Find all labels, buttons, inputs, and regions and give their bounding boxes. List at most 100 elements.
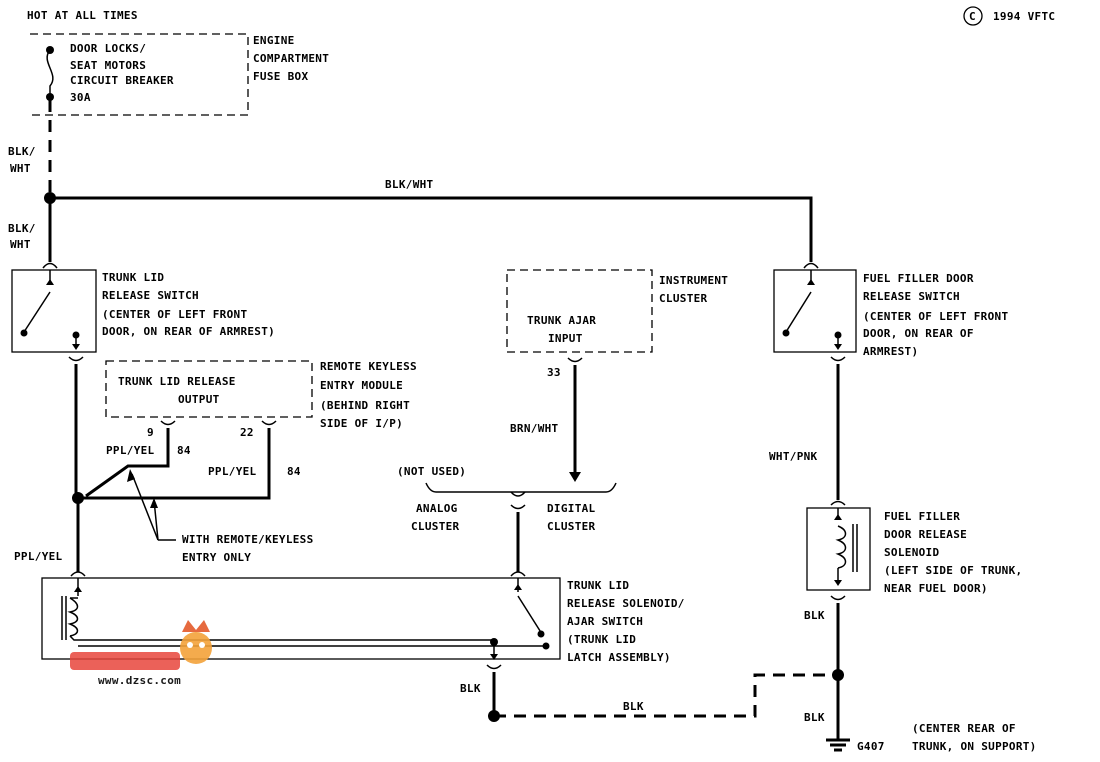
latch-label-1: TRUNK LID [567,579,629,592]
fuse-location-line-3: FUSE BOX [253,70,308,83]
instrument-cluster-label-1: INSTRUMENT [659,274,728,287]
copyright-text: 1994 VFTC [993,10,1055,23]
watermark-mascot-eye-right [199,642,205,648]
watermark-mascot-crown [182,620,210,632]
wire-label-blk-solenoid: BLK [804,609,825,622]
latch-solenoid-core [61,596,67,640]
trunk-switch-label-1: TRUNK LID [102,271,164,284]
wire-label-ppl-yel-1: PPL/YEL [106,444,155,457]
latch-label-2: RELEASE SOLENOID/ [567,597,685,610]
fuel-solenoid-label-4: (LEFT SIDE OF TRUNK, [884,564,1022,577]
wire-label-blk-wht-bus: BLK/WHT [385,178,434,191]
wire-blk-bottom [494,673,838,718]
connector-rke-pin-9 [160,420,176,426]
ground-g407: G407 [826,738,884,753]
watermark-banner [70,652,180,670]
fuse-component-line-4: 30A [70,91,91,104]
connector-latch-solenoid [70,571,86,577]
cluster-option-connector: (NOT USED) ANALOG CLUSTER DIGITAL CLUSTE… [397,465,617,533]
ground-symbol [826,738,850,752]
wire-label-blk-wht-upper-2: WHT [10,162,31,175]
rke-module-box [105,360,313,418]
connector-cluster-pin-33 [567,357,583,363]
circuit-breaker-symbol [46,49,54,97]
connector-latch-ground [486,664,502,670]
cluster-option-bar [425,482,617,493]
rke-module: TRUNK LID RELEASE OUTPUT 9 22 [105,360,313,439]
fuel-switch-label-3: (CENTER OF LEFT FRONT [863,310,1008,323]
rke-pin-22: 22 [240,426,254,439]
instrument-cluster-box [506,269,653,353]
copyright-symbol: C [969,10,976,23]
circuit-84-a: 84 [177,444,191,457]
latch-label-5: LATCH ASSEMBLY) [567,651,671,664]
latch-label-4: (TRUNK LID [567,633,636,646]
latch-solenoid-return [69,597,494,641]
connector-digital-cluster [510,504,526,510]
trunk-lid-latch-assembly [41,571,561,670]
wire-label-blk-wht-lower-2: WHT [10,238,31,251]
rke-label-1: REMOTE KEYLESS [320,360,417,373]
cluster-digital-line-2: CLUSTER [547,520,596,533]
latch-assembly-box [41,577,561,660]
connector-latch-switch [510,571,526,577]
ground-location-line-1: (CENTER REAR OF [912,722,1016,735]
wire-label-ppl-yel-2: PPL/YEL [208,465,257,478]
fuel-solenoid-label-1: FUEL FILLER [884,510,960,523]
fuel-switch-arm [785,291,812,333]
fuse-component-line-3: CIRCUIT BREAKER [70,74,174,87]
ajar-switch-contact-lower [542,642,550,650]
fuel-solenoid-label-3: SOLENOID [884,546,939,559]
connector-top-fuel-switch [803,262,819,269]
wire-label-blk-latch: BLK [460,682,481,695]
trunk-switch-box [11,269,97,353]
fuse-component-line-1: DOOR LOCKS/ [70,42,146,55]
rke-label-4: SIDE OF I/P) [320,417,403,430]
watermark-mascot-eye-left [187,642,193,648]
fuel-solenoid-coil [835,525,847,569]
latch-solenoid-coil [67,597,79,637]
cluster-analog-line-2: CLUSTER [411,520,460,533]
watermark-logo: www.dzsc.com [70,620,212,687]
fuel-solenoid-arrow [834,514,842,520]
trunk-ajar-input-line-1: TRUNK AJAR [527,314,596,327]
trunk-switch-label-4: DOOR, ON REAR OF ARMREST) [102,325,275,338]
cluster-option-fork [510,491,526,497]
fuel-solenoid-core [852,524,858,572]
cluster-digital-line-1: DIGITAL [547,502,596,515]
wire-brn-wht-arrow [569,472,581,482]
instrument-cluster-label-2: CLUSTER [659,292,708,305]
ajar-switch-arrow [514,584,522,590]
wire-label-blk-bottom: BLK [623,700,644,713]
fuse-box-outline [30,33,249,116]
fuel-switch-contact-arrow [807,279,815,285]
trunk-switch-output-arrow [72,344,80,350]
rke-pin-9: 9 [147,426,154,439]
fuel-switch-label-5: ARMREST) [863,345,918,358]
wire-label-blk-wht-upper-1: BLK/ [8,145,36,158]
cluster-analog-line-1: ANALOG [416,502,458,515]
wire-rke-pin-9 [85,428,170,498]
copyright-notice: C 1994 VFTC [963,6,1055,26]
fuse-location-line-2: COMPARTMENT [253,52,329,65]
hot-at-all-times-label: HOT AT ALL TIMES [27,9,138,22]
fuel-filler-solenoid [806,500,871,601]
rke-output-line-1: TRUNK LID RELEASE [118,375,236,388]
trunk-switch-contact-arrow [46,279,54,285]
trunk-switch-label-2: RELEASE SWITCH [102,289,199,302]
splice-fuel-ground [832,669,844,681]
connector-bottom-trunk-switch [68,356,84,362]
cluster-pin-33: 33 [547,366,561,379]
fuel-switch-label-1: FUEL FILLER DOOR [863,272,974,285]
ground-location-line-2: TRUNK, ON SUPPORT) [912,740,1037,753]
wire-label-ppl-yel-3: PPL/YEL [14,550,63,563]
fuse-component-line-2: SEAT MOTORS [70,59,146,72]
connector-top-trunk-switch [42,262,58,269]
connector-rke-pin-22 [261,420,277,426]
note-arrow-to-wire [131,473,159,541]
fuel-switch-label-2: RELEASE SWITCH [863,290,960,303]
latch-solenoid-arrow [74,586,82,592]
ajar-switch-contact-upper [537,630,545,638]
remote-note-line-1: WITH REMOTE/KEYLESS [182,533,314,546]
